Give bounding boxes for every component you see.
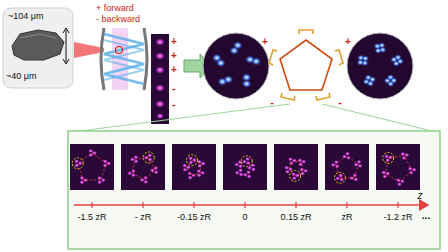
mode-lobe bbox=[246, 170, 251, 174]
highlight-circle bbox=[72, 158, 83, 169]
mode-lobe bbox=[216, 59, 226, 68]
axis-label: z bbox=[418, 190, 423, 201]
tick-label: -1.2 zR bbox=[383, 213, 412, 223]
mode-lobe bbox=[397, 182, 402, 186]
pentagon-guide bbox=[186, 160, 201, 175]
mode-lobe bbox=[88, 149, 93, 153]
mode-lobe bbox=[374, 43, 382, 49]
mode-image bbox=[70, 144, 114, 190]
tick-label: - zR bbox=[135, 213, 152, 223]
direction-label: - backward bbox=[96, 15, 140, 25]
mode-image bbox=[376, 144, 420, 190]
mode-lobe bbox=[357, 59, 365, 65]
sign-label: + bbox=[262, 36, 268, 47]
pentagon-guide bbox=[385, 156, 411, 182]
mode-lobe bbox=[246, 174, 251, 178]
mode-lobe bbox=[238, 168, 243, 172]
mode-lobe bbox=[131, 169, 136, 173]
tick-label: 0.15 zR bbox=[280, 213, 311, 223]
tick-label: -0.15 zR bbox=[177, 213, 211, 223]
mode-image bbox=[121, 144, 165, 190]
mode-lobe bbox=[245, 157, 250, 161]
mode-image bbox=[223, 144, 267, 190]
mode-lobe bbox=[335, 176, 340, 180]
sign-label: + bbox=[171, 64, 177, 75]
dimension-label: ~104 μm bbox=[8, 12, 43, 22]
sign-label: + bbox=[171, 36, 177, 47]
mode-lobe bbox=[251, 167, 256, 171]
sign-label: - bbox=[338, 96, 342, 108]
mode-lobe bbox=[200, 171, 205, 175]
tick-label: -1.5 zR bbox=[77, 213, 106, 223]
mode-lobe bbox=[79, 180, 84, 184]
highlight-circle bbox=[241, 156, 252, 167]
dimension-label: ~40 μm bbox=[6, 72, 36, 82]
mode-lobe bbox=[390, 77, 398, 83]
mode-lobe bbox=[394, 54, 402, 60]
mode-lobe bbox=[246, 161, 251, 165]
mode-lobe bbox=[349, 176, 354, 180]
highlight-circle bbox=[335, 172, 346, 183]
mode-lobe bbox=[97, 180, 102, 184]
axis-label: ... bbox=[422, 210, 430, 221]
sign-label: - bbox=[172, 98, 176, 110]
mode-lobe bbox=[147, 153, 152, 157]
mode-lobe bbox=[229, 46, 239, 55]
sign-label: + bbox=[345, 36, 351, 47]
direction-label: + forward bbox=[96, 4, 134, 14]
sign-label: - bbox=[172, 82, 176, 94]
sign-label: - bbox=[270, 96, 274, 108]
tick-label: 0 bbox=[242, 213, 247, 223]
mode-lobe bbox=[292, 176, 297, 180]
mode-lobe bbox=[223, 75, 233, 84]
highlight-circle bbox=[143, 152, 154, 163]
pentagon-guide bbox=[336, 156, 359, 178]
mode-lobe bbox=[239, 172, 244, 176]
sign-label: + bbox=[171, 50, 177, 61]
mode-lobe bbox=[133, 155, 138, 159]
mode-lobe bbox=[238, 164, 243, 168]
mode-lobe bbox=[331, 163, 336, 167]
mode-image bbox=[274, 144, 318, 190]
mode-image bbox=[325, 144, 369, 190]
mode-lobe bbox=[245, 55, 255, 64]
pentagon-guide bbox=[288, 161, 303, 176]
mode-lobe bbox=[241, 73, 251, 82]
mode-lobe bbox=[74, 159, 79, 163]
pentagon-guide bbox=[78, 153, 107, 180]
mode-lobe bbox=[382, 174, 387, 178]
pentagon-guide bbox=[132, 158, 155, 180]
mode-lobe bbox=[201, 161, 206, 165]
mode-lobe bbox=[367, 80, 375, 86]
tick-label: zR bbox=[342, 213, 353, 223]
mode-image bbox=[172, 144, 216, 190]
